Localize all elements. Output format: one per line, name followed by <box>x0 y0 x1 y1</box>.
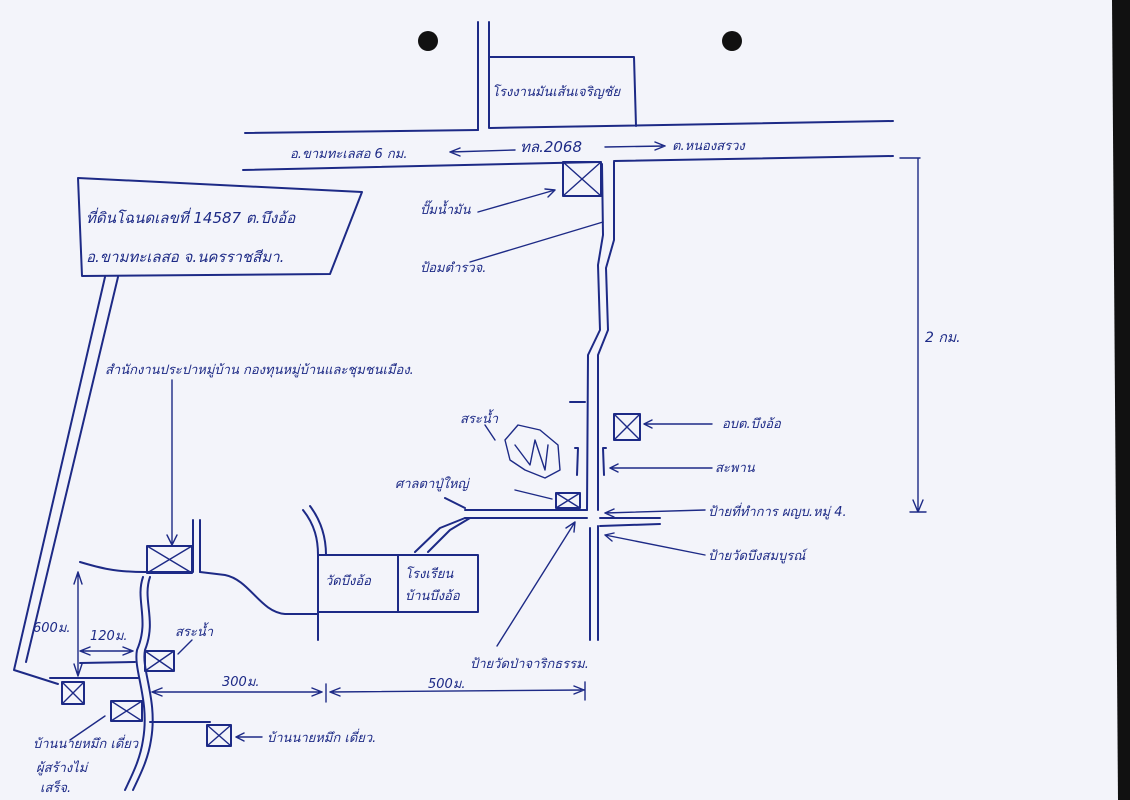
temple-school-block <box>302 505 479 641</box>
house1-box <box>110 700 143 722</box>
house2-box <box>206 724 232 747</box>
distance-2km-label: 2 กม. <box>925 330 961 346</box>
shrine-arrow <box>514 489 553 500</box>
gas-station-label: ปั๊มน้ำมัน <box>420 200 472 218</box>
dim-120-label: 120ม. <box>90 629 128 644</box>
punch-hole-right <box>722 31 742 51</box>
police-box-pointer <box>469 221 604 263</box>
highway-2068 <box>242 120 894 171</box>
arrow-left <box>449 147 516 157</box>
pond2-arrow <box>177 639 193 655</box>
pond-shape <box>504 424 561 479</box>
bridge-label: สะพาน <box>715 461 756 476</box>
road-number-label: ทล.2068 <box>520 138 582 156</box>
bridge-arrow <box>609 463 713 473</box>
house2-arrow <box>235 732 263 742</box>
tao-office-label: อบต.บึงอ้อ <box>722 417 782 432</box>
house1-arrow <box>69 715 106 741</box>
pond-arrow <box>484 424 496 441</box>
dim-500-label: 500ม. <box>428 677 466 692</box>
bridge-marks <box>569 401 607 476</box>
punch-hole-left <box>418 31 438 51</box>
land-box <box>61 681 85 705</box>
dim-120-line <box>79 646 134 656</box>
headman-arrow <box>604 508 706 518</box>
dim-300-line <box>151 683 327 703</box>
temple-sign-label: ป้ายวัดบึงสมบูรณ์ <box>708 548 808 564</box>
scan-edge <box>1112 0 1130 800</box>
headman-sign-label: ป้ายที่ทำการ ผญบ.หมู่ 4. <box>708 502 847 520</box>
dim-600-label: 600ม. <box>33 621 71 636</box>
village-road <box>586 161 615 641</box>
school-line1: โรงเรียน <box>405 566 454 582</box>
factory-label: โรงงานมันเส้นเจริญชัย <box>492 84 622 100</box>
shrine-label: ศาลตาปู่ใหญ่ <box>395 476 471 492</box>
dim-500-line <box>329 681 586 701</box>
temple-sign-arrow <box>604 532 706 556</box>
to-left-label: อ.ขามทะเลสอ 6 กม. <box>290 147 408 162</box>
shrine-box <box>555 492 581 509</box>
distance-2km-line <box>899 157 927 513</box>
to-right-label: ต.หนองสรวง <box>672 139 746 154</box>
dim-300-label: 300ม. <box>222 675 260 690</box>
factory-plot <box>488 56 637 127</box>
land-sign <box>13 177 363 685</box>
forest-temple-sign-label: ป้ายวัดป่าจาริกธรรม. <box>470 657 589 672</box>
cross-road <box>414 497 661 553</box>
gas-station-box <box>562 161 602 197</box>
office-arrow <box>166 379 178 546</box>
tao-office-box <box>613 413 641 441</box>
forest-temple-arrow <box>496 521 576 647</box>
tao-arrow <box>643 419 713 429</box>
house1-line3: เสร็จ. <box>40 779 71 796</box>
house1-line2: ผู้สร้างไม่ <box>36 760 89 776</box>
pond2-box <box>144 650 175 672</box>
police-box-label: ป้อมตำรวจ. <box>420 261 486 276</box>
land-line1: ที่ดินโฉนดเลขที่ 14587 ต.บึงอ้อ <box>86 207 296 227</box>
office-box <box>146 545 193 574</box>
land-line2: อ.ขามทะเลสอ จ.นครราชสีมา. <box>86 248 284 266</box>
temple-label: วัดบึงอ้อ <box>325 574 372 589</box>
dim-600-line <box>73 571 83 677</box>
house2-label: บ้านนายหมึก เดี่ยว. <box>267 728 376 746</box>
house1-line1: บ้านนายหมึก เดี่ยว <box>33 734 139 752</box>
pond-label: สระน้ำ <box>460 409 499 427</box>
office-label: สำนักงานประปาหมู่บ้าน กองทุนหมู่บ้านและช… <box>105 363 414 378</box>
school-line2: บ้านบึงอ้อ <box>405 589 461 604</box>
arrow-right <box>604 141 666 151</box>
gas-station-arrow <box>477 188 556 213</box>
top-side-road <box>477 21 490 131</box>
pond2-label: สระน้ำ <box>175 622 214 640</box>
